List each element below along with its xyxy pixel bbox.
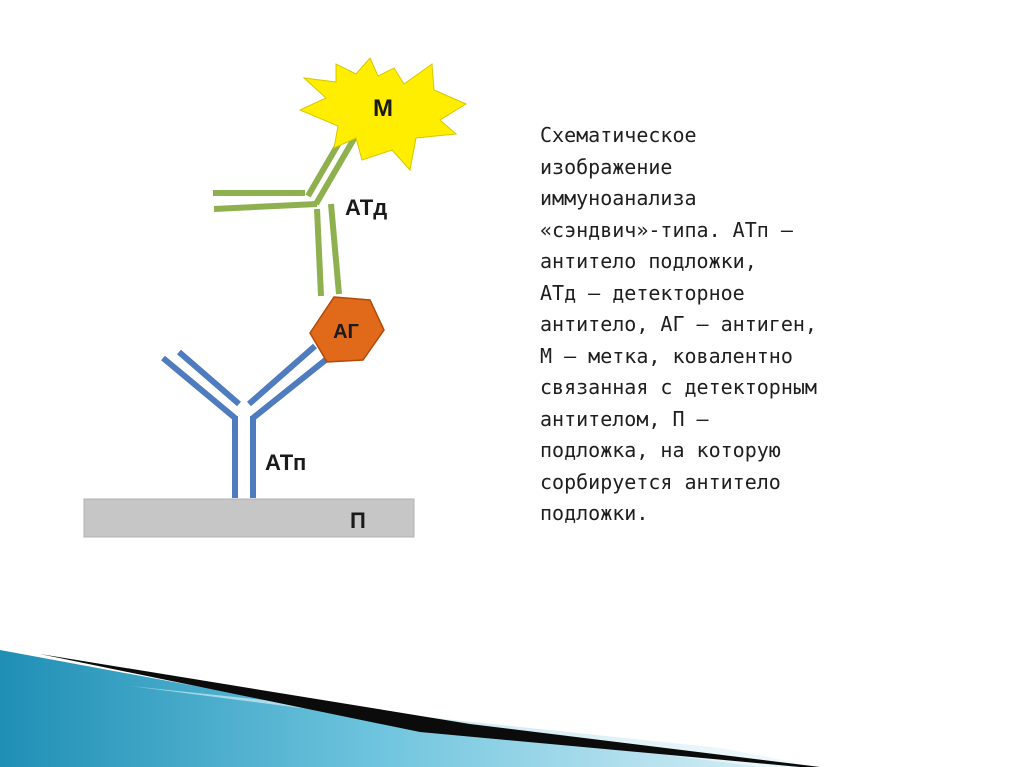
detector-antibody-shape: [213, 127, 358, 297]
capture-antibody-shape: [161, 343, 330, 498]
antigen-label: АГ: [333, 321, 359, 343]
substrate-bar: [83, 498, 415, 538]
substrate-label: П: [350, 508, 366, 533]
detector-antibody-label: АТд: [345, 195, 387, 220]
label-star: [298, 57, 468, 172]
decorative-swoosh: [0, 650, 820, 767]
antigen-hexagon: [309, 296, 385, 363]
caption-text: Схематическое изображение иммуноанализа …: [540, 123, 817, 525]
capture-antibody-label: АТп: [265, 450, 306, 475]
label-text-m: М: [373, 95, 393, 122]
